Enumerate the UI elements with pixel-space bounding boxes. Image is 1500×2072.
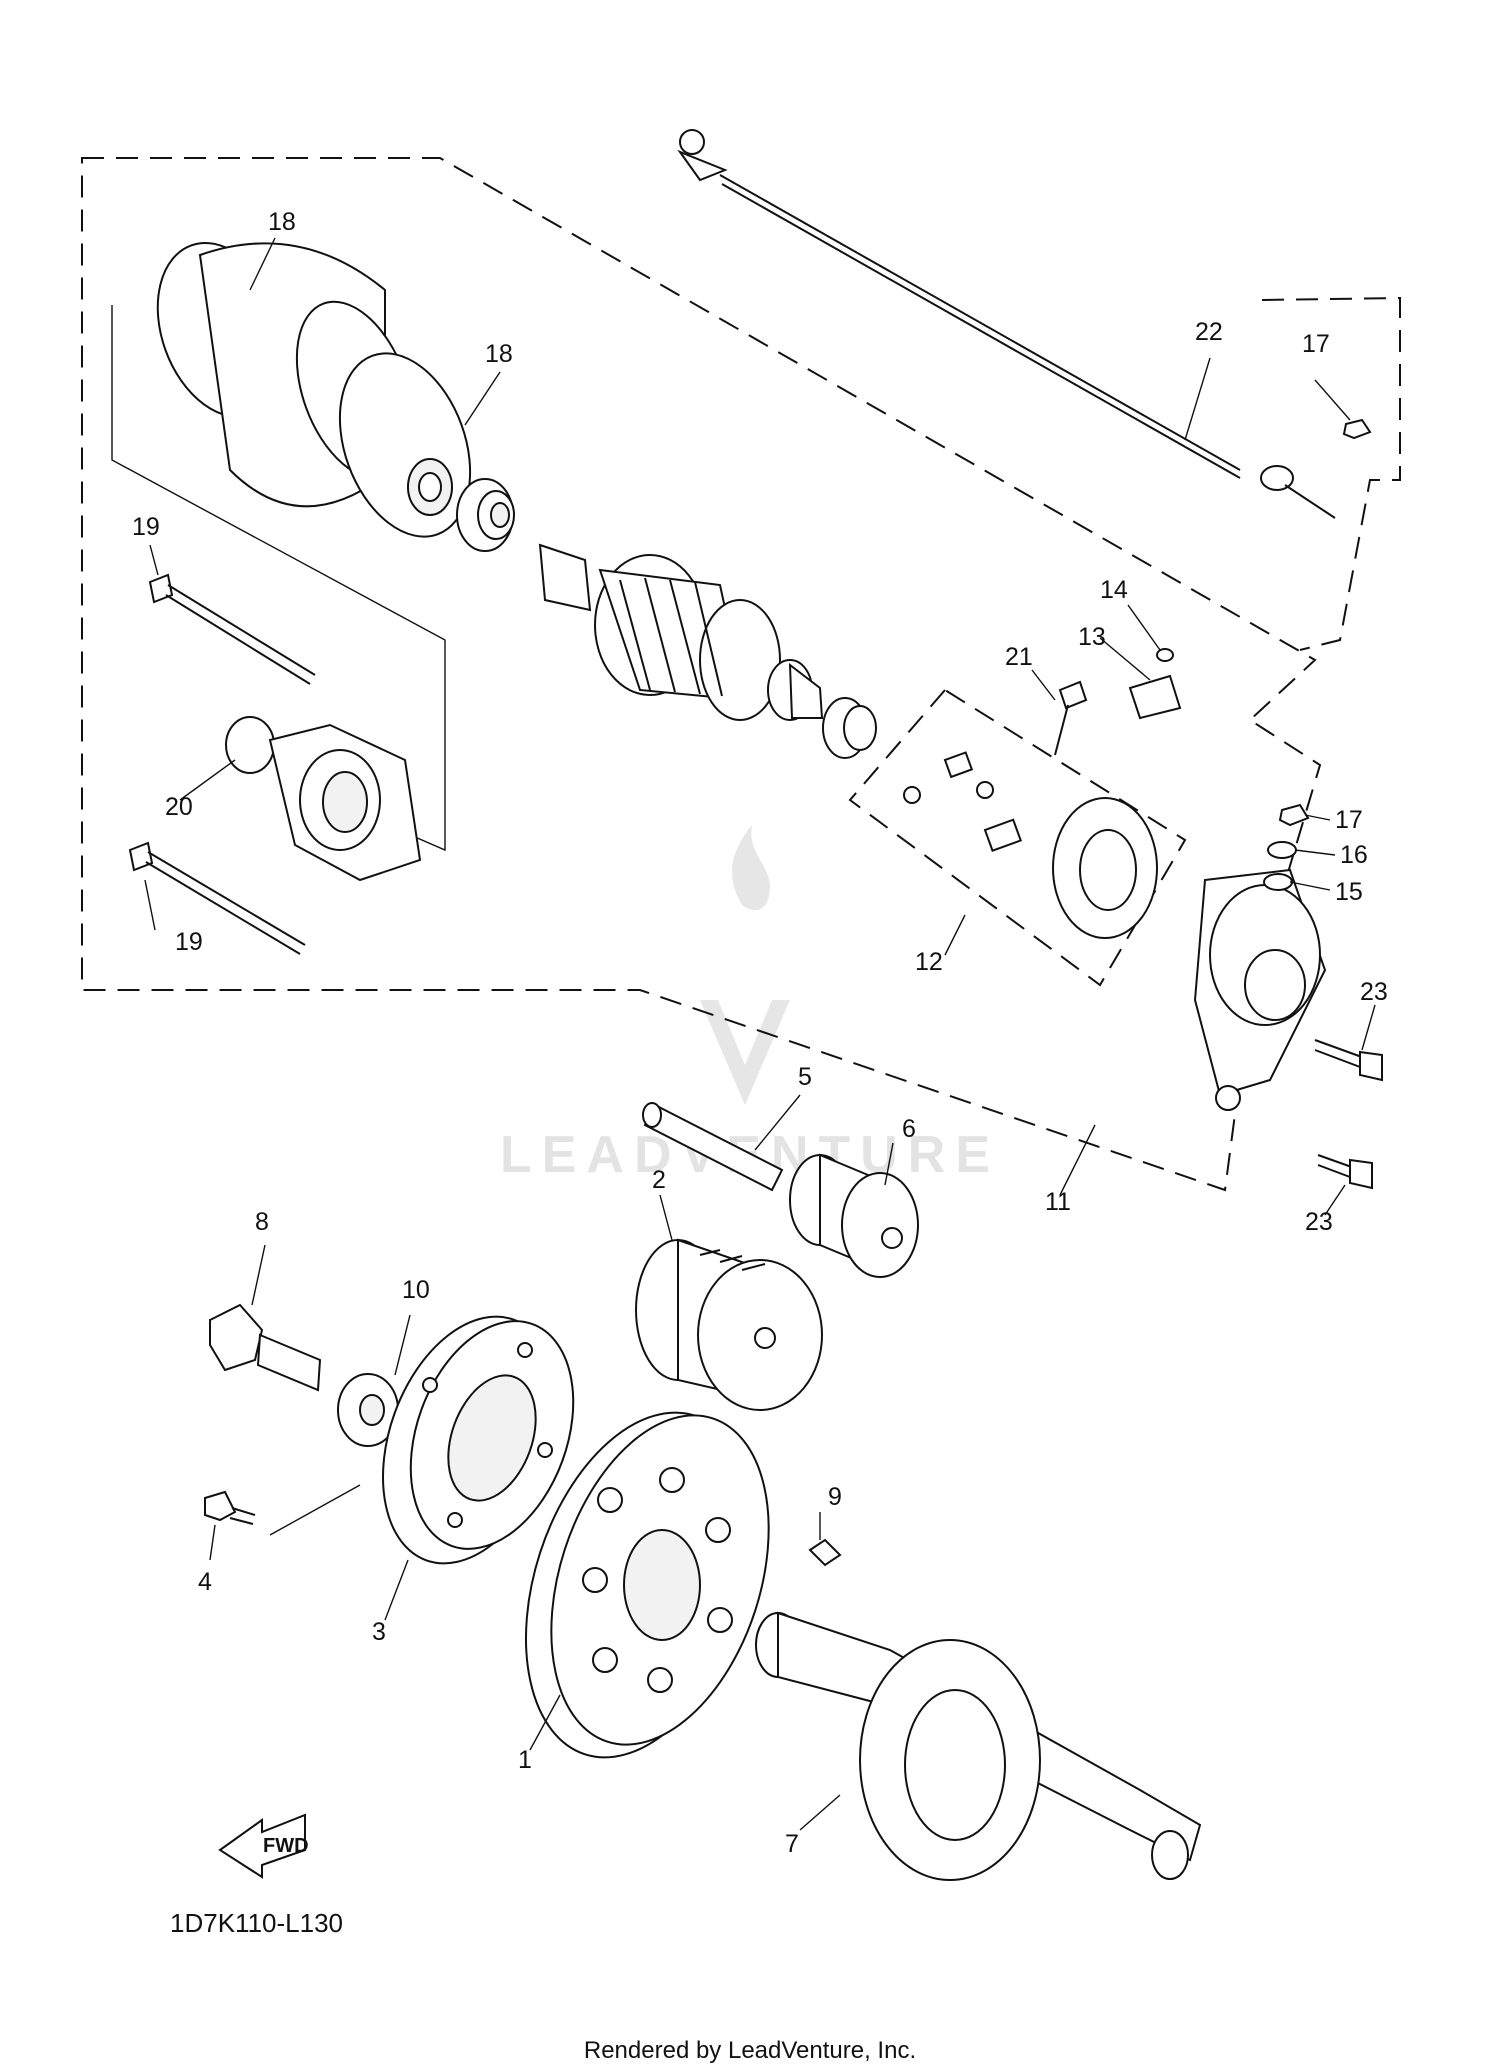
- bolt-23-upper: [1314, 1039, 1383, 1082]
- starter-wheel-gear: [524, 1411, 770, 1759]
- needle-bearing: [822, 697, 877, 759]
- armature: [538, 543, 824, 721]
- fwd-label: FWD: [263, 1835, 309, 1857]
- through-bolt-lower: [128, 841, 306, 955]
- leader-lines: [144, 237, 1376, 1831]
- callout-6: 6: [902, 1115, 916, 1143]
- starter-motor-assembly-boundary: [81, 157, 1322, 1192]
- callout-8: 8: [255, 1208, 269, 1236]
- one-way-clutch: [382, 1315, 575, 1565]
- callout-18-upper: 18: [268, 208, 296, 236]
- idler-shaft: [642, 1102, 784, 1192]
- callout-3: 3: [372, 1618, 386, 1646]
- callout-14: 14: [1100, 576, 1128, 604]
- nut-17-lower: [1278, 803, 1310, 827]
- callout-12: 12: [915, 948, 943, 976]
- rear-cover: [1193, 868, 1327, 1111]
- clutch-bolt: [204, 1490, 256, 1525]
- callout-17-lower: 17: [1335, 806, 1363, 834]
- fwd-arrow-icon: FWD: [218, 1813, 309, 1879]
- circlip: [1156, 648, 1174, 662]
- brush-holder-boundary: [848, 688, 1187, 987]
- o-ring: [225, 716, 275, 774]
- callout-11: 11: [1045, 1188, 1071, 1216]
- idler-gear-2: [635, 1238, 823, 1411]
- bolt-23-lower: [1317, 1154, 1373, 1190]
- callout-19-upper: 19: [132, 513, 160, 541]
- callout-15: 15: [1335, 878, 1363, 906]
- callout-23-lower: 23: [1305, 1208, 1333, 1236]
- leadventure-logo-icon: [700, 825, 790, 1105]
- washer-10: [337, 1373, 399, 1447]
- callout-22: 22: [1195, 318, 1223, 346]
- callout-16: 16: [1340, 841, 1368, 869]
- starter-yoke: [111, 241, 472, 852]
- screw: [1054, 680, 1088, 756]
- terminal-bolt-part: [1128, 674, 1182, 720]
- washer-15: [1263, 873, 1293, 891]
- callout-21: 21: [1005, 643, 1033, 671]
- callout-5: 5: [798, 1063, 812, 1091]
- callout-1: 1: [518, 1746, 532, 1774]
- callout-7: 7: [785, 1830, 799, 1858]
- starter-lead-wire: [677, 129, 1336, 519]
- flange-bolt: [209, 1303, 322, 1392]
- front-cover: [268, 723, 422, 882]
- render-credit: Rendered by LeadVenture, Inc.: [584, 2037, 916, 2064]
- callout-13: 13: [1078, 623, 1106, 651]
- idler-gear-6: [789, 1153, 919, 1278]
- woodruff-key: [808, 1538, 842, 1567]
- starter-gear-shaft: [755, 1611, 1202, 1881]
- callout-18-lower: 18: [485, 340, 513, 368]
- terminal-boundary: [1261, 296, 1401, 651]
- through-bolt-upper: [148, 573, 316, 685]
- callout-19-lower: 19: [175, 928, 203, 956]
- brush-holder-parts: [903, 751, 1158, 939]
- callout-2: 2: [652, 1166, 666, 1194]
- washer-16: [1267, 841, 1297, 859]
- callout-9: 9: [828, 1483, 842, 1511]
- callout-4: 4: [198, 1568, 212, 1596]
- callout-17-upper: 17: [1302, 330, 1330, 358]
- bearing: [456, 478, 515, 552]
- callout-20: 20: [165, 793, 193, 821]
- diagram-code: 1D7K110-L130: [170, 1908, 343, 1938]
- callout-10: 10: [402, 1276, 430, 1304]
- callout-23-upper: 23: [1360, 978, 1388, 1006]
- nut-17-upper: [1342, 418, 1372, 440]
